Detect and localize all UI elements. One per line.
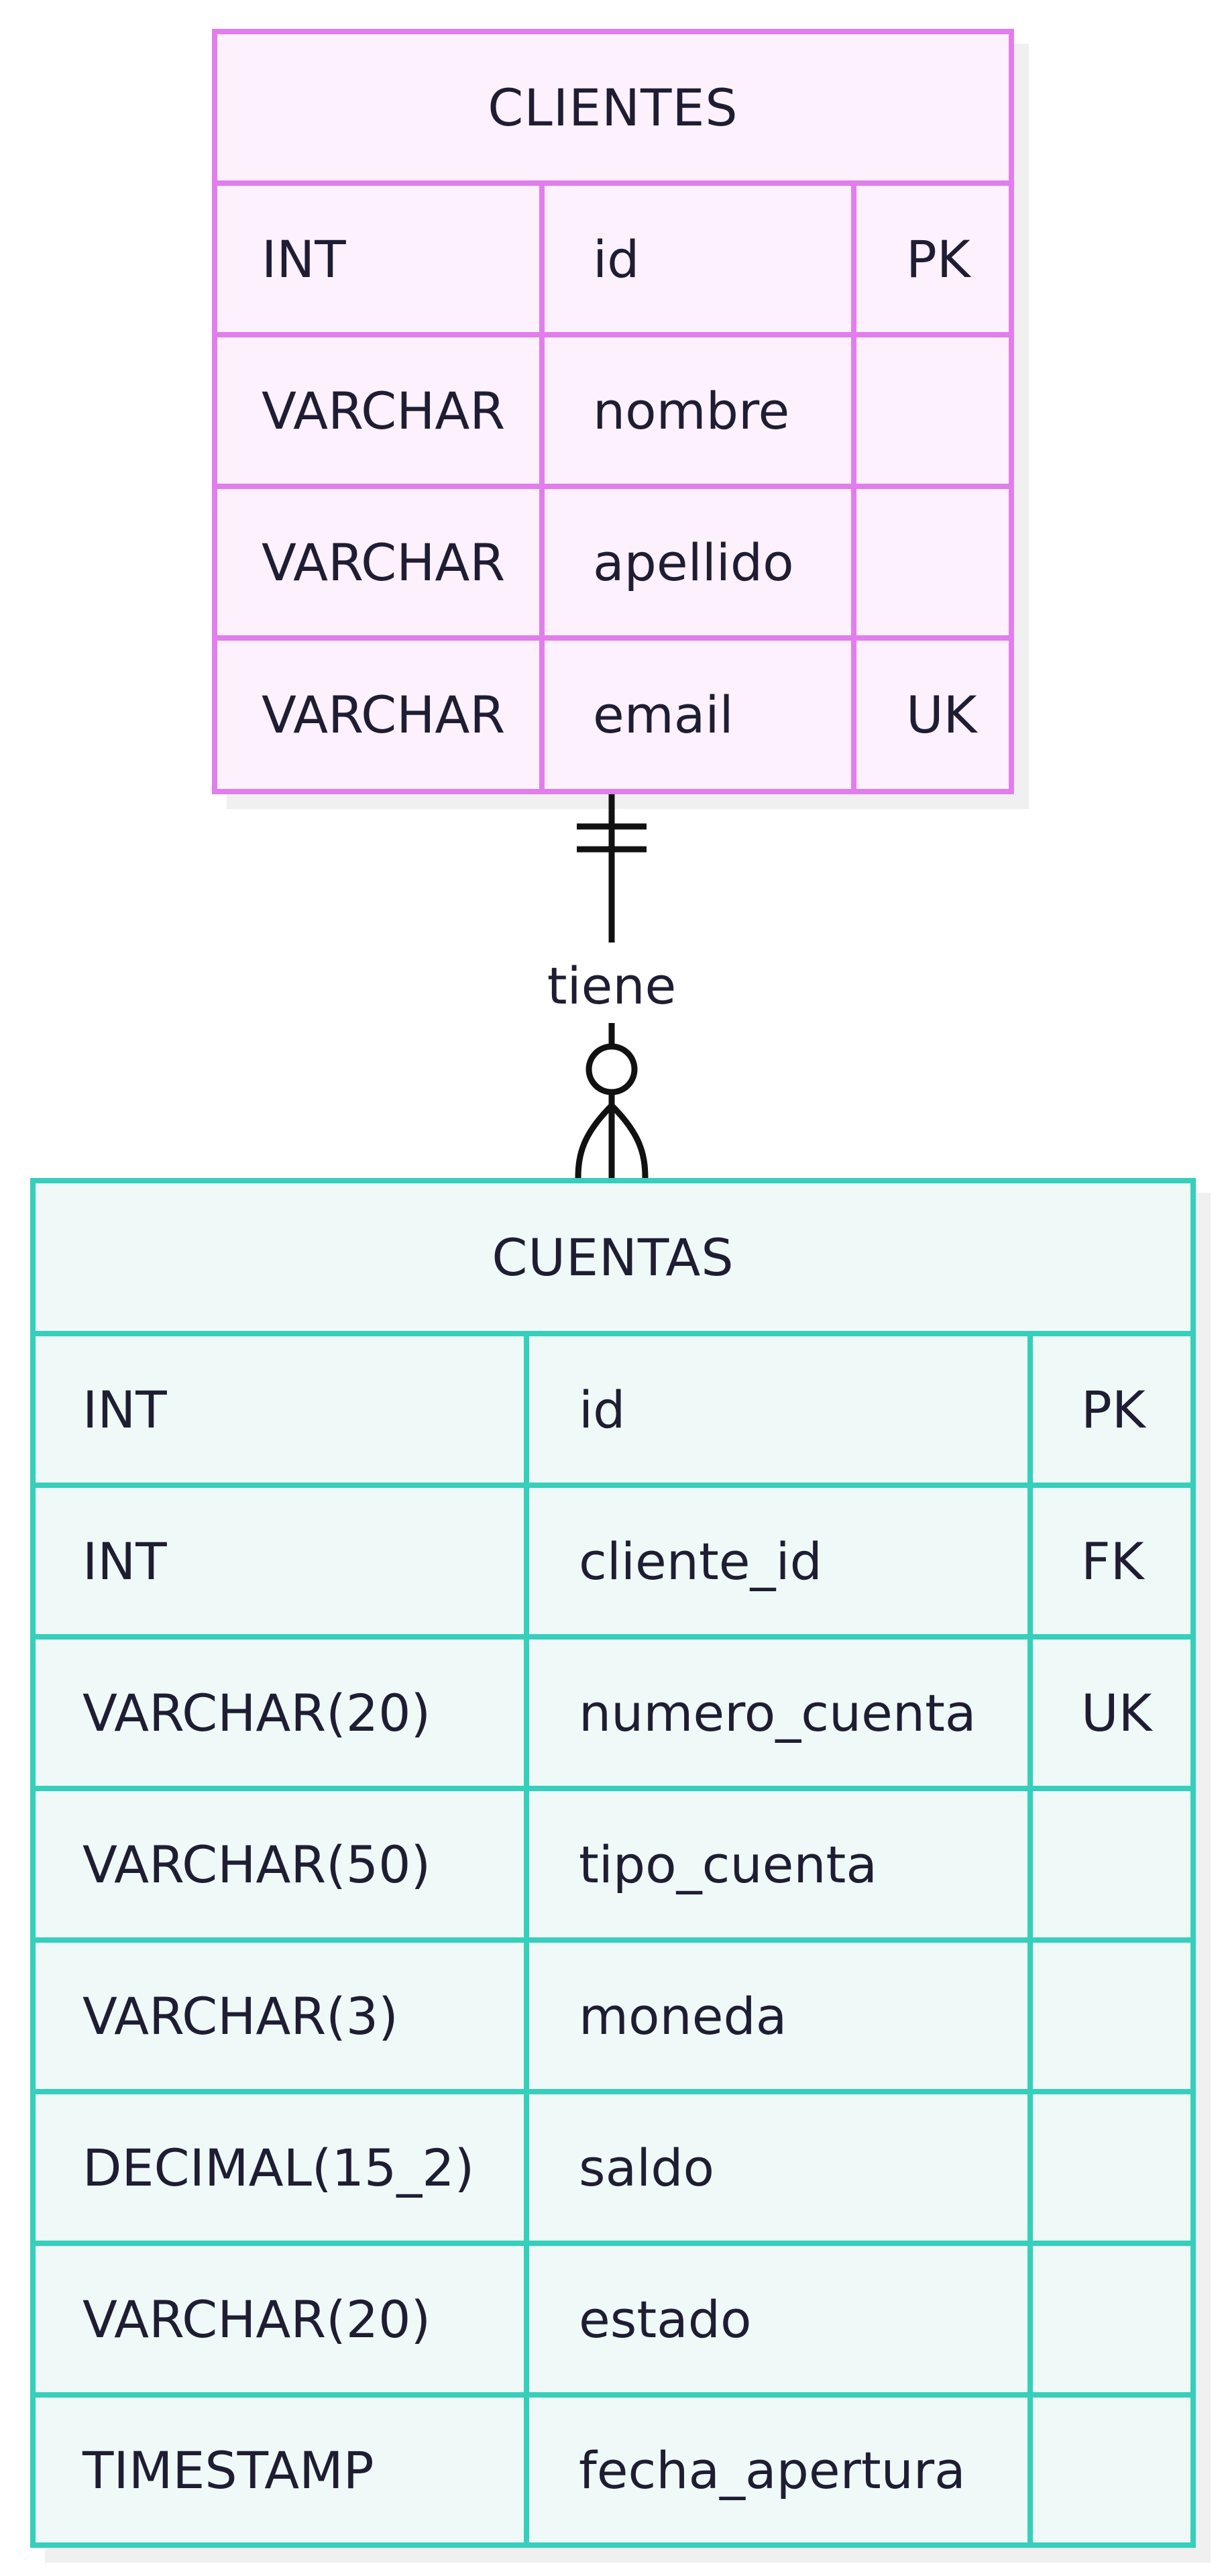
attribute-row: VARCHAR(20) estado xyxy=(36,2246,1190,2392)
attribute-type: VARCHAR xyxy=(262,380,506,441)
row-divider xyxy=(36,1634,1190,1640)
attribute-row: INT id PK xyxy=(217,186,1009,332)
attribute-type: DECIMAL(15_2) xyxy=(82,2137,475,2198)
row-divider xyxy=(36,1331,1190,1336)
cardinality-zero-circle xyxy=(586,1043,638,1095)
column-divider xyxy=(539,180,545,789)
attribute-name: nombre xyxy=(593,380,790,441)
attribute-row: VARCHAR nombre xyxy=(217,337,1009,484)
entity-cuentas: CUENTAS INT id PK INT cliente_id FK VARC… xyxy=(30,1178,1196,2548)
row-divider xyxy=(217,635,1009,641)
row-divider xyxy=(36,2089,1190,2094)
attribute-name: moneda xyxy=(579,1986,787,2046)
attribute-type: VARCHAR(50) xyxy=(82,1834,431,1894)
attribute-type: VARCHAR xyxy=(262,685,506,745)
attribute-name: estado xyxy=(579,2289,752,2349)
row-divider xyxy=(36,1937,1190,1943)
entity-title: CUENTAS xyxy=(492,1227,734,1287)
attribute-name: id xyxy=(579,1379,626,1440)
attribute-row: VARCHAR apellido xyxy=(217,489,1009,635)
attribute-row: INT cliente_id FK xyxy=(36,1488,1190,1634)
row-divider xyxy=(36,1786,1190,1791)
attribute-row: DECIMAL(15_2) saldo xyxy=(36,2094,1190,2241)
attribute-row: VARCHAR(3) moneda xyxy=(36,1943,1190,2089)
column-divider xyxy=(851,180,856,789)
attribute-name: fecha_apertura xyxy=(579,2440,966,2500)
attribute-type: INT xyxy=(262,229,346,289)
row-divider xyxy=(217,180,1009,186)
attribute-type: INT xyxy=(82,1531,167,1591)
crow-foot-left xyxy=(575,1103,614,1179)
crow-foot-right xyxy=(609,1103,649,1179)
attribute-name: apellido xyxy=(593,532,794,592)
attribute-type: INT xyxy=(82,1379,167,1440)
column-divider xyxy=(1027,1331,1033,2542)
attribute-row: VARCHAR email UK xyxy=(217,641,1009,789)
relationship-label: tiene xyxy=(478,953,746,1020)
entity-title: CLIENTES xyxy=(488,77,738,138)
entity-clientes: CLIENTES INT id PK VARCHAR nombre VARCHA… xyxy=(212,29,1014,794)
attribute-row: VARCHAR(50) tipo_cuenta xyxy=(36,1791,1190,1937)
attribute-type: VARCHAR(3) xyxy=(82,1986,398,2046)
attribute-type: VARCHAR(20) xyxy=(82,2289,431,2349)
row-divider xyxy=(36,2241,1190,2246)
attribute-type: VARCHAR xyxy=(262,532,506,592)
attribute-name: tipo_cuenta xyxy=(579,1834,877,1894)
row-divider xyxy=(217,484,1009,489)
attribute-key: PK xyxy=(906,229,970,289)
attribute-row: VARCHAR(20) numero_cuenta UK xyxy=(36,1640,1190,1786)
attribute-key: UK xyxy=(906,685,977,745)
attribute-key: PK xyxy=(1081,1379,1146,1440)
row-divider xyxy=(36,1483,1190,1488)
attribute-type: TIMESTAMP xyxy=(82,2440,374,2500)
attribute-name: saldo xyxy=(579,2137,715,2198)
row-divider xyxy=(217,332,1009,337)
row-divider xyxy=(36,2392,1190,2398)
attribute-row: INT id PK xyxy=(36,1336,1190,1483)
attribute-type: VARCHAR(20) xyxy=(82,1682,431,1743)
attribute-name: email xyxy=(593,685,734,745)
attribute-key: UK xyxy=(1081,1682,1152,1743)
attribute-name: cliente_id xyxy=(579,1531,822,1591)
attribute-name: numero_cuenta xyxy=(579,1682,977,1743)
attribute-name: id xyxy=(593,229,640,289)
column-divider xyxy=(524,1331,529,2542)
attribute-row: TIMESTAMP fecha_apertura xyxy=(36,2398,1190,2542)
attribute-key: FK xyxy=(1081,1531,1144,1591)
